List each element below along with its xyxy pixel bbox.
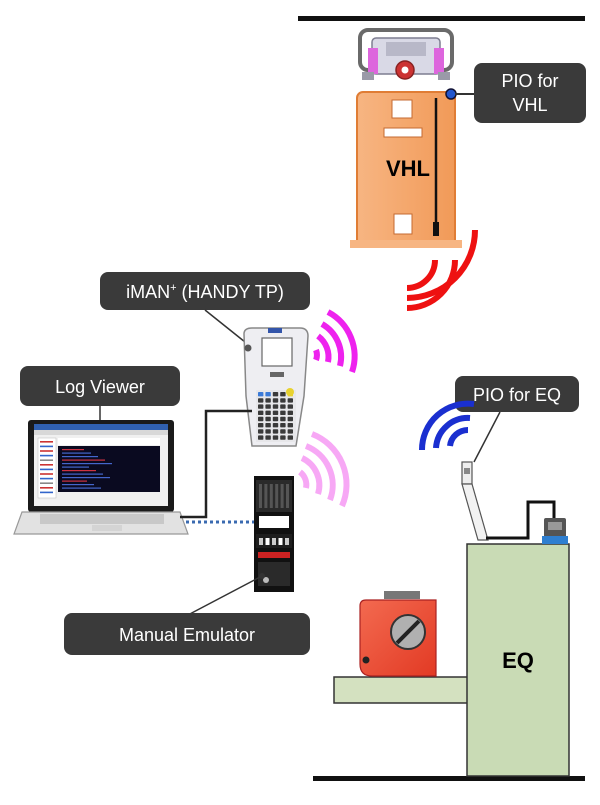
pio-eq-leader [473, 411, 501, 463]
laptop-to-handy-tp-cable [180, 409, 252, 519]
log-viewer-callout: Log Viewer [20, 366, 180, 406]
handy-tp-magenta-wave-icon [313, 309, 358, 373]
log-viewer-label: Log Viewer [55, 377, 145, 397]
svg-text:iMAN+ (HANDY TP): iMAN+ (HANDY TP) [126, 282, 284, 302]
iman-label-rest: (HANDY TP) [177, 282, 284, 302]
pio-vhl-label-line1: PIO for [501, 71, 558, 91]
eq-connector [542, 518, 568, 544]
pio-vhl-label-line2: VHL [512, 95, 547, 115]
vhl-carriage [358, 28, 454, 80]
manual-emulator-leader [185, 575, 263, 617]
handy-tp-keypad [258, 392, 293, 440]
pio-eq-label: PIO for EQ [473, 385, 561, 405]
manual-emulator-callout: Manual Emulator [64, 613, 310, 655]
emulator-pink-wave-icon [297, 431, 350, 508]
iman-callout-leader [204, 309, 251, 347]
pio-vhl-callout: PIO for VHL [474, 63, 586, 123]
eq-pio-cable [486, 500, 556, 540]
manual-emulator-leader-dot [259, 573, 265, 579]
iman-callout: iMAN+ (HANDY TP) [100, 272, 310, 310]
top-rail [298, 16, 585, 21]
pio-vhl-sensor [445, 88, 457, 100]
iman-label-main: iMAN [126, 282, 170, 302]
iman-label-sup: + [170, 282, 176, 294]
eq-blue-wave-icon [418, 400, 475, 451]
eq-shelf [333, 676, 469, 704]
eq-body [466, 543, 570, 777]
bottom-rail [313, 776, 585, 781]
pio-eq-sensor [461, 461, 489, 541]
log-viewer-screen-lines [40, 441, 112, 494]
manual-emulator-label: Manual Emulator [119, 625, 255, 645]
handy-tp-device [243, 327, 309, 447]
pio-eq-callout: PIO for EQ [455, 376, 579, 412]
vhl-label: VHL [386, 156, 430, 181]
red-box-on-shelf [359, 591, 437, 677]
eq-label: EQ [502, 648, 534, 673]
manual-emulator-pattern [259, 484, 289, 545]
vhl-red-wave-icon [406, 229, 478, 311]
vhl-body [350, 91, 462, 248]
